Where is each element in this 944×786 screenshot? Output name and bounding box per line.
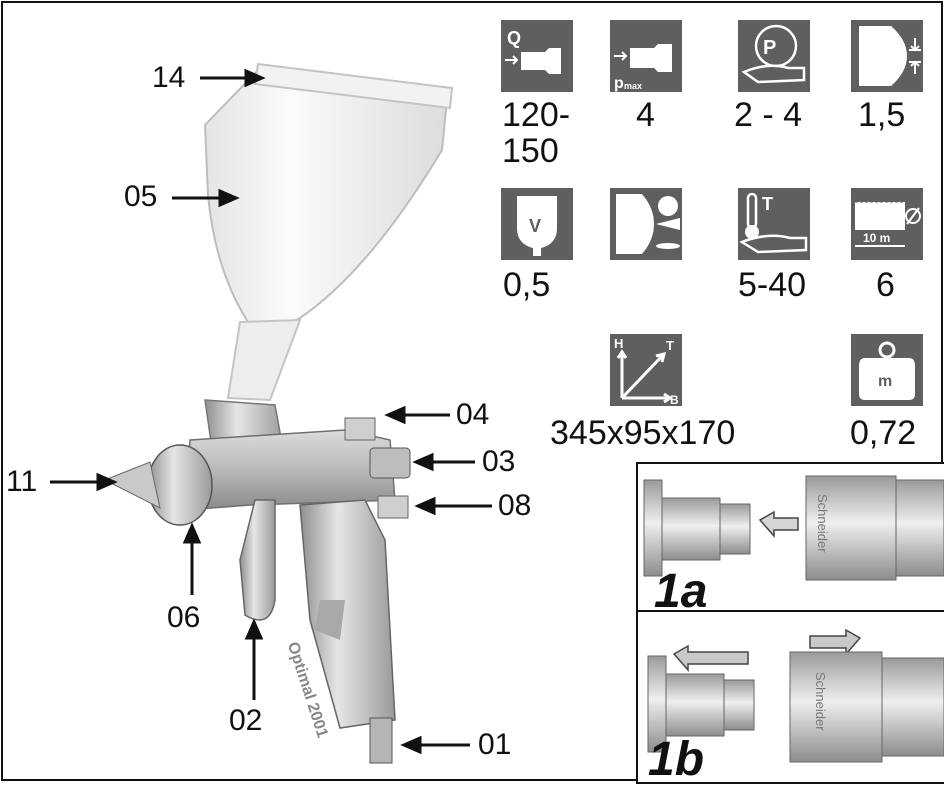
dimensions-icon: H T B [610,334,682,406]
spec-working-pressure-value: 2 - 4 [734,96,803,134]
spray-pattern-icon [610,188,682,260]
coupling-brand-text: Schneider [815,494,830,553]
callout-14: 14 [152,61,186,94]
spec-hose-diameter-value: 6 [876,266,895,304]
spec-air-consumption-value: 120- 150 [502,96,571,170]
cup-volume-icon: V [501,188,573,260]
svg-text:T: T [666,338,674,353]
svg-text:Q: Q [507,28,521,48]
svg-text:max: max [624,81,642,91]
spec-max-pressure-value: 4 [636,96,655,134]
inset-1a: Schneider 1a [636,462,944,618]
callout-04: 04 [456,398,490,431]
callout-01: 01 [478,728,512,761]
svg-text:H: H [614,336,623,351]
svg-text:T: T [762,194,773,214]
svg-text:P: P [763,37,776,59]
inset-1b: Schneider 1b [636,610,944,784]
max-pressure-icon: p max [610,20,682,92]
spec-temperature-value: 5-40 [738,266,807,304]
spec-nozzle-size-value: 1,5 [858,96,906,134]
svg-text:V: V [529,216,541,236]
coupling-brand-text: Schneider [813,672,828,731]
svg-text:10 m: 10 m [863,231,890,245]
callout-05: 05 [124,180,158,213]
callout-06: 06 [167,601,201,634]
spec-dimensions-value: 345x95x170 [550,414,736,452]
hose-diameter-icon: 10 m [851,188,923,260]
weight-icon: m [851,334,923,406]
svg-text:p: p [614,75,624,92]
callout-02: 02 [229,704,263,737]
inset-label-1a: 1a [654,565,708,618]
callout-03: 03 [482,445,516,478]
nozzle-size-icon [851,20,923,92]
temperature-icon: T [738,188,810,260]
inset-label-1b: 1b [648,733,705,786]
spec-cup-volume-value: 0,5 [503,266,551,304]
air-consumption-icon: Q [501,20,573,92]
svg-text:m: m [878,373,892,390]
spec-weight-value: 0,72 [850,414,917,452]
spray-gun-illustration: Optimal 2001 [50,62,492,764]
callout-08: 08 [498,489,532,522]
callout-11: 11 [6,465,38,498]
working-pressure-icon: P [738,20,810,92]
svg-text:B: B [670,393,679,406]
